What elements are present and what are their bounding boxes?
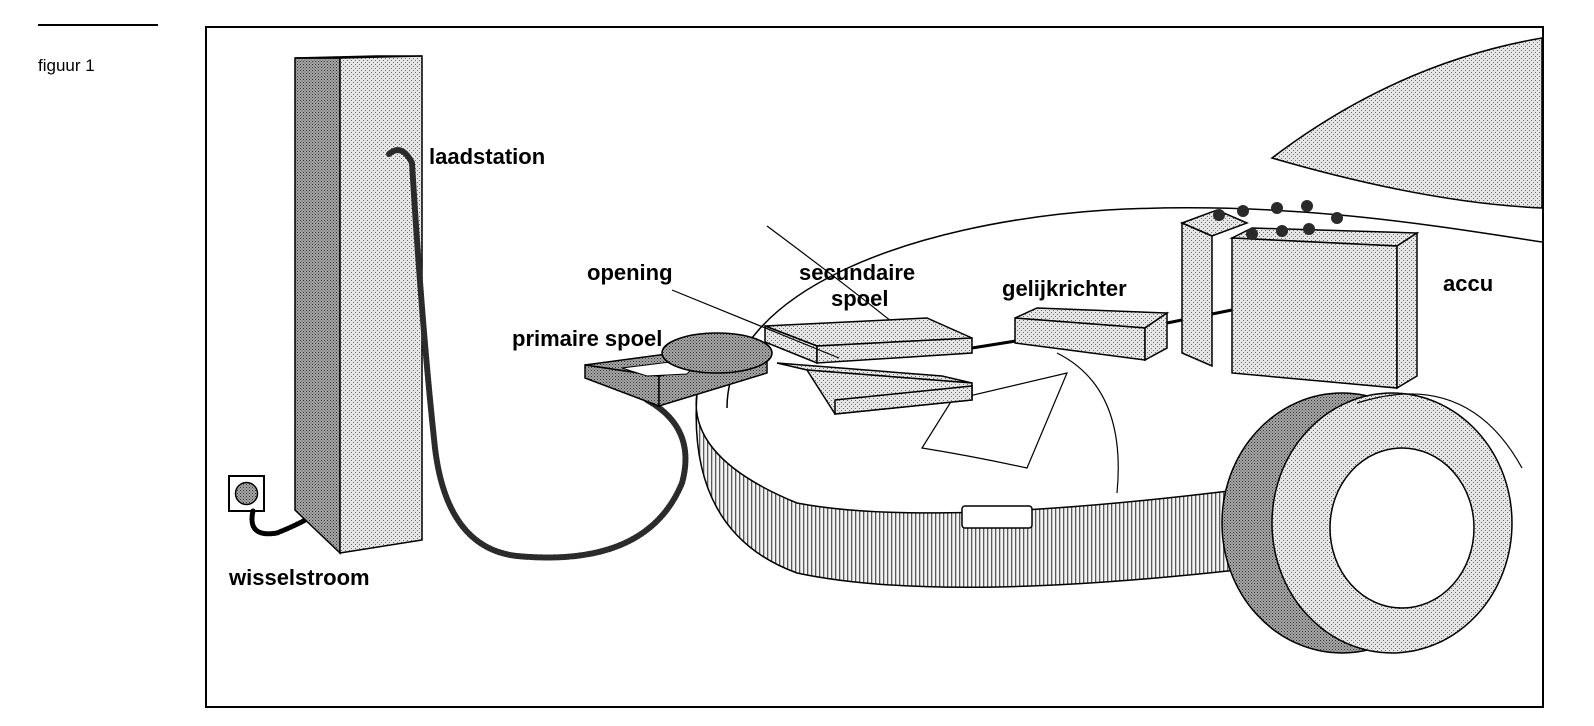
fender-line [1056, 352, 1119, 494]
headlamp-shape [921, 372, 1069, 469]
battery [1179, 200, 1420, 390]
charging-station [294, 55, 423, 555]
primary-coil [584, 332, 773, 408]
front-wheel [1221, 392, 1513, 654]
figure-label: figuur 1 [38, 56, 95, 75]
station-cable [386, 147, 689, 561]
wheel-arch [1356, 393, 1523, 469]
label-accu: accu [1443, 271, 1493, 296]
secondary-coil-lower [776, 362, 973, 415]
label-secundaire-line2: spoel [831, 286, 888, 311]
label-laadstation: laadstation [429, 144, 545, 169]
figure-rule [38, 24, 158, 26]
secondary-coil-upper [764, 317, 973, 365]
label-secundaire-line1: secundaire [799, 260, 915, 285]
label-primaire-spoel: primaire spoel [512, 326, 662, 351]
charging-diagram: laadstation wisselstroom opening primair… [228, 37, 1542, 654]
car-hood-outline [726, 207, 1542, 409]
rectifier-box [1014, 307, 1170, 362]
label-opening: opening [587, 260, 673, 285]
license-plate-slot [961, 505, 1033, 529]
label-gelijkrichter: gelijkrichter [1002, 276, 1127, 301]
windshield [1270, 37, 1542, 209]
label-wisselstroom: wisselstroom [228, 565, 370, 590]
diagram-frame: laadstation wisselstroom opening primair… [205, 26, 1544, 708]
wall-socket [228, 475, 265, 512]
opening-leader-line [671, 289, 840, 359]
